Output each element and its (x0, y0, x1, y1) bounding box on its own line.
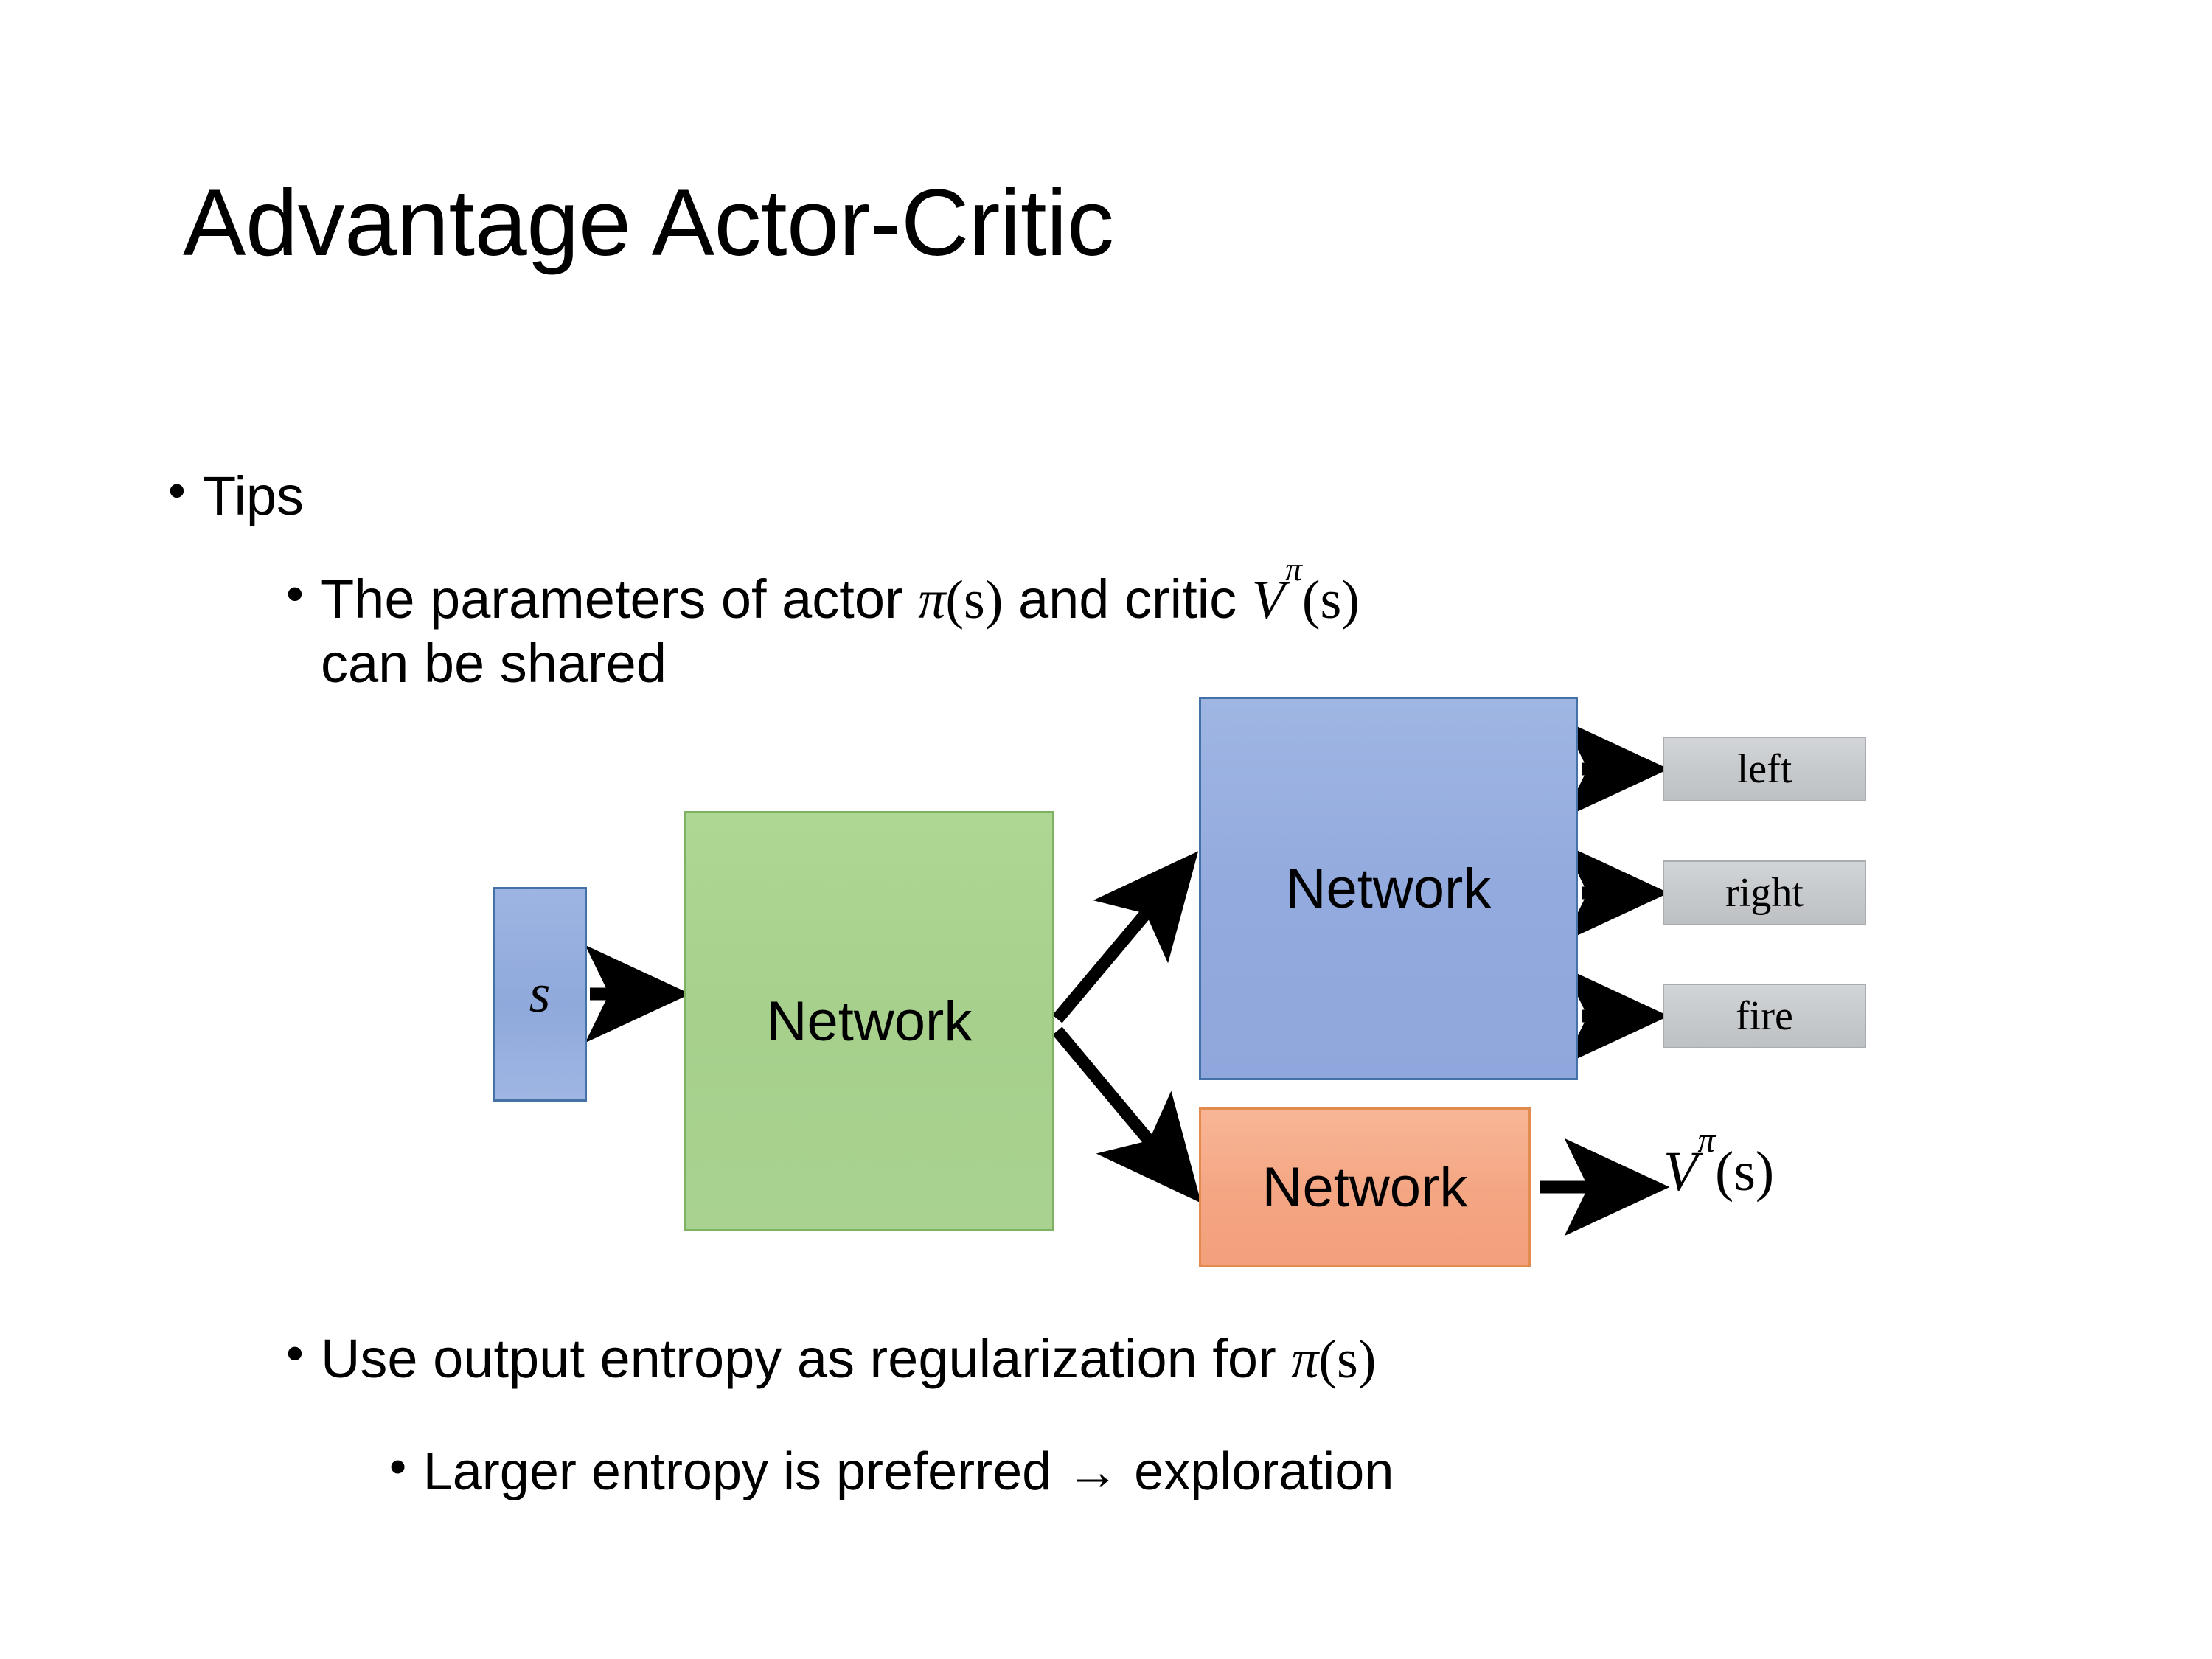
bullet-larger-entropy: • Larger entropy is preferred → explorat… (389, 1441, 1394, 1502)
action-output-right: right (1663, 860, 1866, 925)
critic-output-base: V (1663, 1141, 1698, 1203)
bullet-marker-icon: • (286, 1325, 304, 1382)
text-segment-actor: The parameters of actor (320, 568, 919, 630)
bullet-entropy-regularization: • Use output entropy as regularization f… (286, 1327, 1376, 1391)
state-input-box: s (493, 887, 587, 1102)
math-pi-symbol: π (918, 570, 946, 630)
bullet-larger-entropy-label: Larger entropy is preferred → exploratio… (422, 1442, 1394, 1501)
bullet-entropy-regularization-label: Use output entropy as regularization for… (321, 1327, 1376, 1391)
action-output-left-label: left (1736, 746, 1792, 792)
text-segment-can-be-shared: can be shared (320, 633, 667, 694)
arrow-shared-to-critic (1052, 1026, 1202, 1203)
action-output-left: left (1663, 737, 1866, 801)
critic-network-label: Network (1262, 1156, 1468, 1219)
critic-output-argument: (s) (1715, 1141, 1775, 1203)
actor-network-label: Network (1285, 857, 1492, 920)
math-v-base: V (1251, 570, 1285, 630)
page-title: Advantage Actor-Critic (183, 170, 1114, 276)
math-pi-argument: (s) (1318, 1329, 1377, 1390)
text-segment-entropy: Use output entropy as regularization for (320, 1328, 1292, 1389)
math-v-symbol: Vπ (1251, 550, 1302, 630)
bullet-marker-icon: • (389, 1439, 407, 1495)
action-output-fire: fire (1663, 984, 1866, 1048)
math-v-superscript: π (1284, 550, 1302, 588)
bullet-shared-parameters: • The parameters of actor π(s) and criti… (286, 550, 2100, 695)
action-output-right-label: right (1725, 870, 1804, 916)
critic-output-math: Vπ (1663, 1121, 1715, 1203)
action-output-fire-label: fire (1736, 993, 1793, 1039)
actor-network-box: Network (1199, 697, 1578, 1080)
arrow-shared-to-actor (1052, 851, 1199, 1023)
math-pi-symbol: π (1291, 1329, 1319, 1390)
bullet-tips-label: Tips (202, 465, 305, 526)
bullet-shared-parameters-label: The parameters of actor π(s) and critic … (320, 550, 1360, 695)
critic-network-box: Network (1199, 1107, 1531, 1267)
critic-output-superscript: π (1697, 1121, 1716, 1160)
math-pi-argument: (s) (945, 570, 1004, 630)
bullet-marker-icon: • (286, 566, 304, 622)
math-v-argument: (s) (1301, 570, 1360, 630)
critic-output-value: Vπ(s) (1663, 1121, 1775, 1204)
shared-network-box: Network (684, 811, 1054, 1231)
bullet-marker-icon: • (168, 462, 186, 519)
shared-network-label: Network (766, 990, 973, 1053)
state-input-label: s (529, 964, 551, 1024)
bullet-tips: • Tips (168, 465, 304, 527)
text-segment-critic: and critic (1003, 568, 1252, 630)
